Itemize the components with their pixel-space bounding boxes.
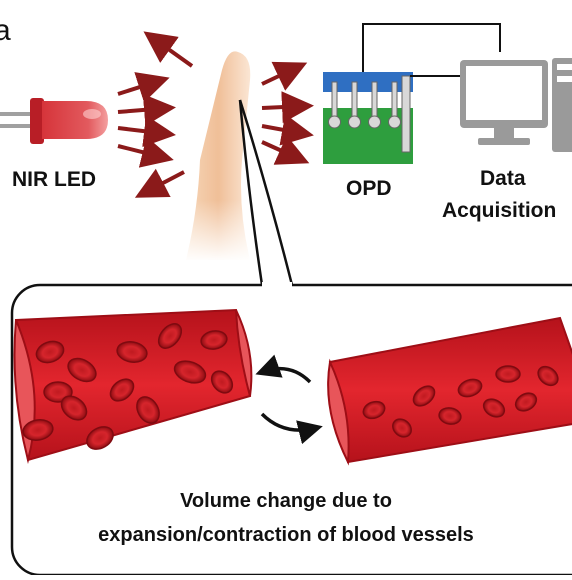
zoom-line-left <box>238 99 264 286</box>
daq-label-line1: Data <box>480 167 526 190</box>
cycle-arrows-icon <box>255 354 323 445</box>
contracted-vessel <box>327 316 572 466</box>
opd-label: OPD <box>346 177 392 200</box>
panel-gap <box>262 282 292 290</box>
daq-label-line2: Acquisition <box>442 199 557 222</box>
transmitted-light-arrows <box>261 61 314 165</box>
panel-letter: a <box>0 14 11 47</box>
opd-sensor-icon <box>323 72 413 164</box>
expanded-vessel <box>13 308 253 464</box>
led-emission-arrows <box>117 31 194 198</box>
led-icon <box>0 98 108 144</box>
caption-line1: Volume change due to <box>180 490 392 512</box>
computer-tower-icon <box>552 58 572 152</box>
caption-line2: expansion/contraction of blood vessels <box>98 524 474 546</box>
led-label: NIR LED <box>12 168 96 191</box>
zoom-line-right <box>238 99 294 286</box>
finger-icon <box>180 51 260 262</box>
computer-monitor-icon <box>460 60 548 145</box>
